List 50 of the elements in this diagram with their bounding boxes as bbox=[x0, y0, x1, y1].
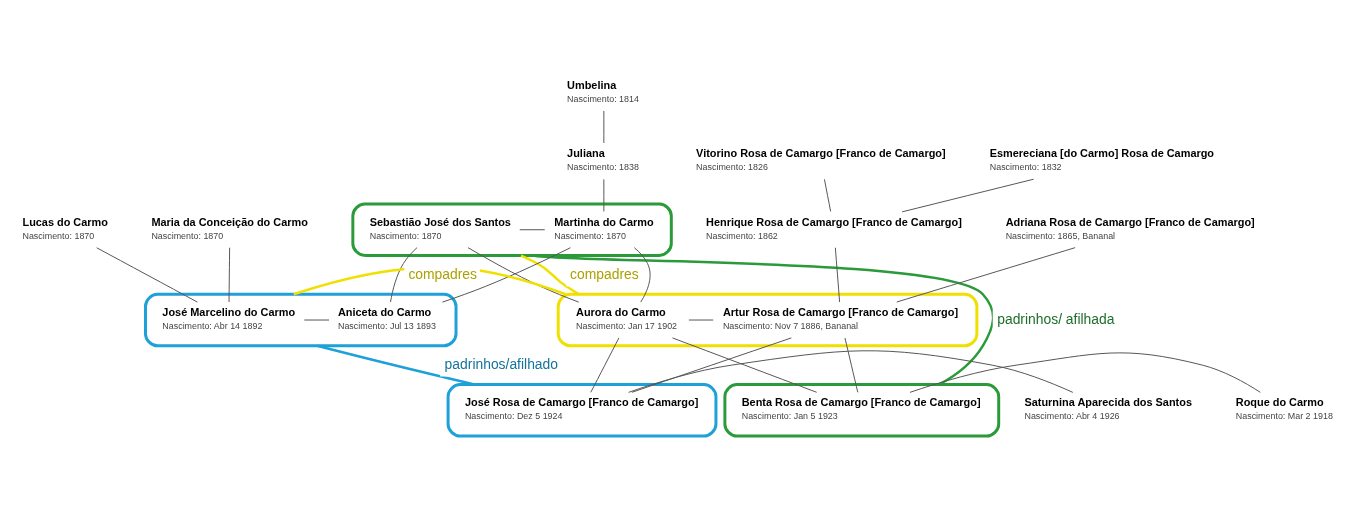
connector bbox=[228, 246, 231, 303]
node-text: Aniceta do Carmo Nascimento: Jul 13 1893 bbox=[337, 305, 436, 331]
cluster bbox=[144, 292, 458, 347]
connector bbox=[603, 178, 605, 212]
connector bbox=[467, 246, 580, 303]
node-text: Martinha do Carmo Nascimento: 1870 bbox=[554, 215, 654, 241]
node-text: Sebastião José dos Santos Nascimento: 1870 bbox=[369, 215, 511, 241]
connector bbox=[441, 246, 571, 303]
edge-label: padrinhos/afilhado bbox=[444, 355, 559, 372]
connector bbox=[633, 246, 651, 303]
connector bbox=[631, 336, 792, 393]
connector bbox=[901, 178, 1035, 212]
node-text: Esmereciana [do Carmo] Rosa de Camargo Nascimento: 1832 bbox=[989, 146, 1215, 172]
edge-label: padrinhos/ afilhada bbox=[997, 310, 1115, 327]
node-text: Lucas do Carmo Nascimento: 1870 bbox=[22, 215, 108, 241]
connector bbox=[532, 253, 995, 386]
node-text: Henrique Rosa de Camargo [Franco de Camargo] Nascimento: 1862 bbox=[706, 215, 962, 241]
edge-label: compadres bbox=[408, 265, 478, 282]
node-text: José Rosa de Camargo [Franco de Camargo] Nascimento: Dez 5 1924 bbox=[464, 395, 699, 421]
connector bbox=[909, 351, 1261, 393]
connector bbox=[844, 337, 859, 393]
cluster bbox=[723, 382, 1001, 438]
connector bbox=[834, 246, 841, 303]
cluster bbox=[446, 382, 718, 438]
node-text: Juliana Nascimento: 1838 bbox=[567, 146, 639, 172]
node-text: Aurora do Carmo Nascimento: Jan 17 1902 bbox=[576, 305, 678, 331]
connector bbox=[688, 319, 714, 320]
node-text: Maria da Conceição do Carmo Nascimento: 1870 bbox=[151, 215, 308, 241]
connector bbox=[519, 228, 546, 230]
node-text: Benta Rosa de Camargo [Franco de Camargo] Nascimento: Jan 5 1923 bbox=[741, 395, 981, 421]
cluster bbox=[351, 201, 673, 257]
edge-label: compadres bbox=[570, 265, 639, 282]
node-text: Roque do Carmo Nascimento: Mar 2 1918 bbox=[1235, 395, 1333, 421]
node-text: Artur Rosa de Camargo [Franco de Camargo] Nascimento: Nov 7 1886, Bananal bbox=[722, 305, 959, 331]
connector bbox=[590, 337, 620, 393]
node-text: José Marcelino do Carmo Nascimento: Abr 14 1892 bbox=[162, 305, 296, 331]
connector bbox=[672, 336, 818, 393]
node-text: Vitorino Rosa de Camargo [Franco de Camargo] Nascimento: 1826 bbox=[696, 146, 946, 172]
connector bbox=[303, 319, 330, 320]
node-text: Saturnina Aparecida dos Santos Nascimento: Abr 4 1926 bbox=[1024, 395, 1192, 421]
connector bbox=[96, 246, 198, 303]
node-text: Adriana Rosa de Camargo [Franco de Camargo] Nascimento: 1865, Bananal bbox=[1005, 215, 1255, 241]
connector bbox=[316, 344, 475, 386]
connector bbox=[823, 178, 832, 212]
cluster bbox=[556, 292, 979, 347]
connector bbox=[520, 253, 580, 295]
node-text: Umbelina Nascimento: 1814 bbox=[567, 78, 639, 104]
connector bbox=[603, 109, 605, 143]
connector bbox=[896, 246, 1076, 302]
connector bbox=[628, 349, 1074, 393]
